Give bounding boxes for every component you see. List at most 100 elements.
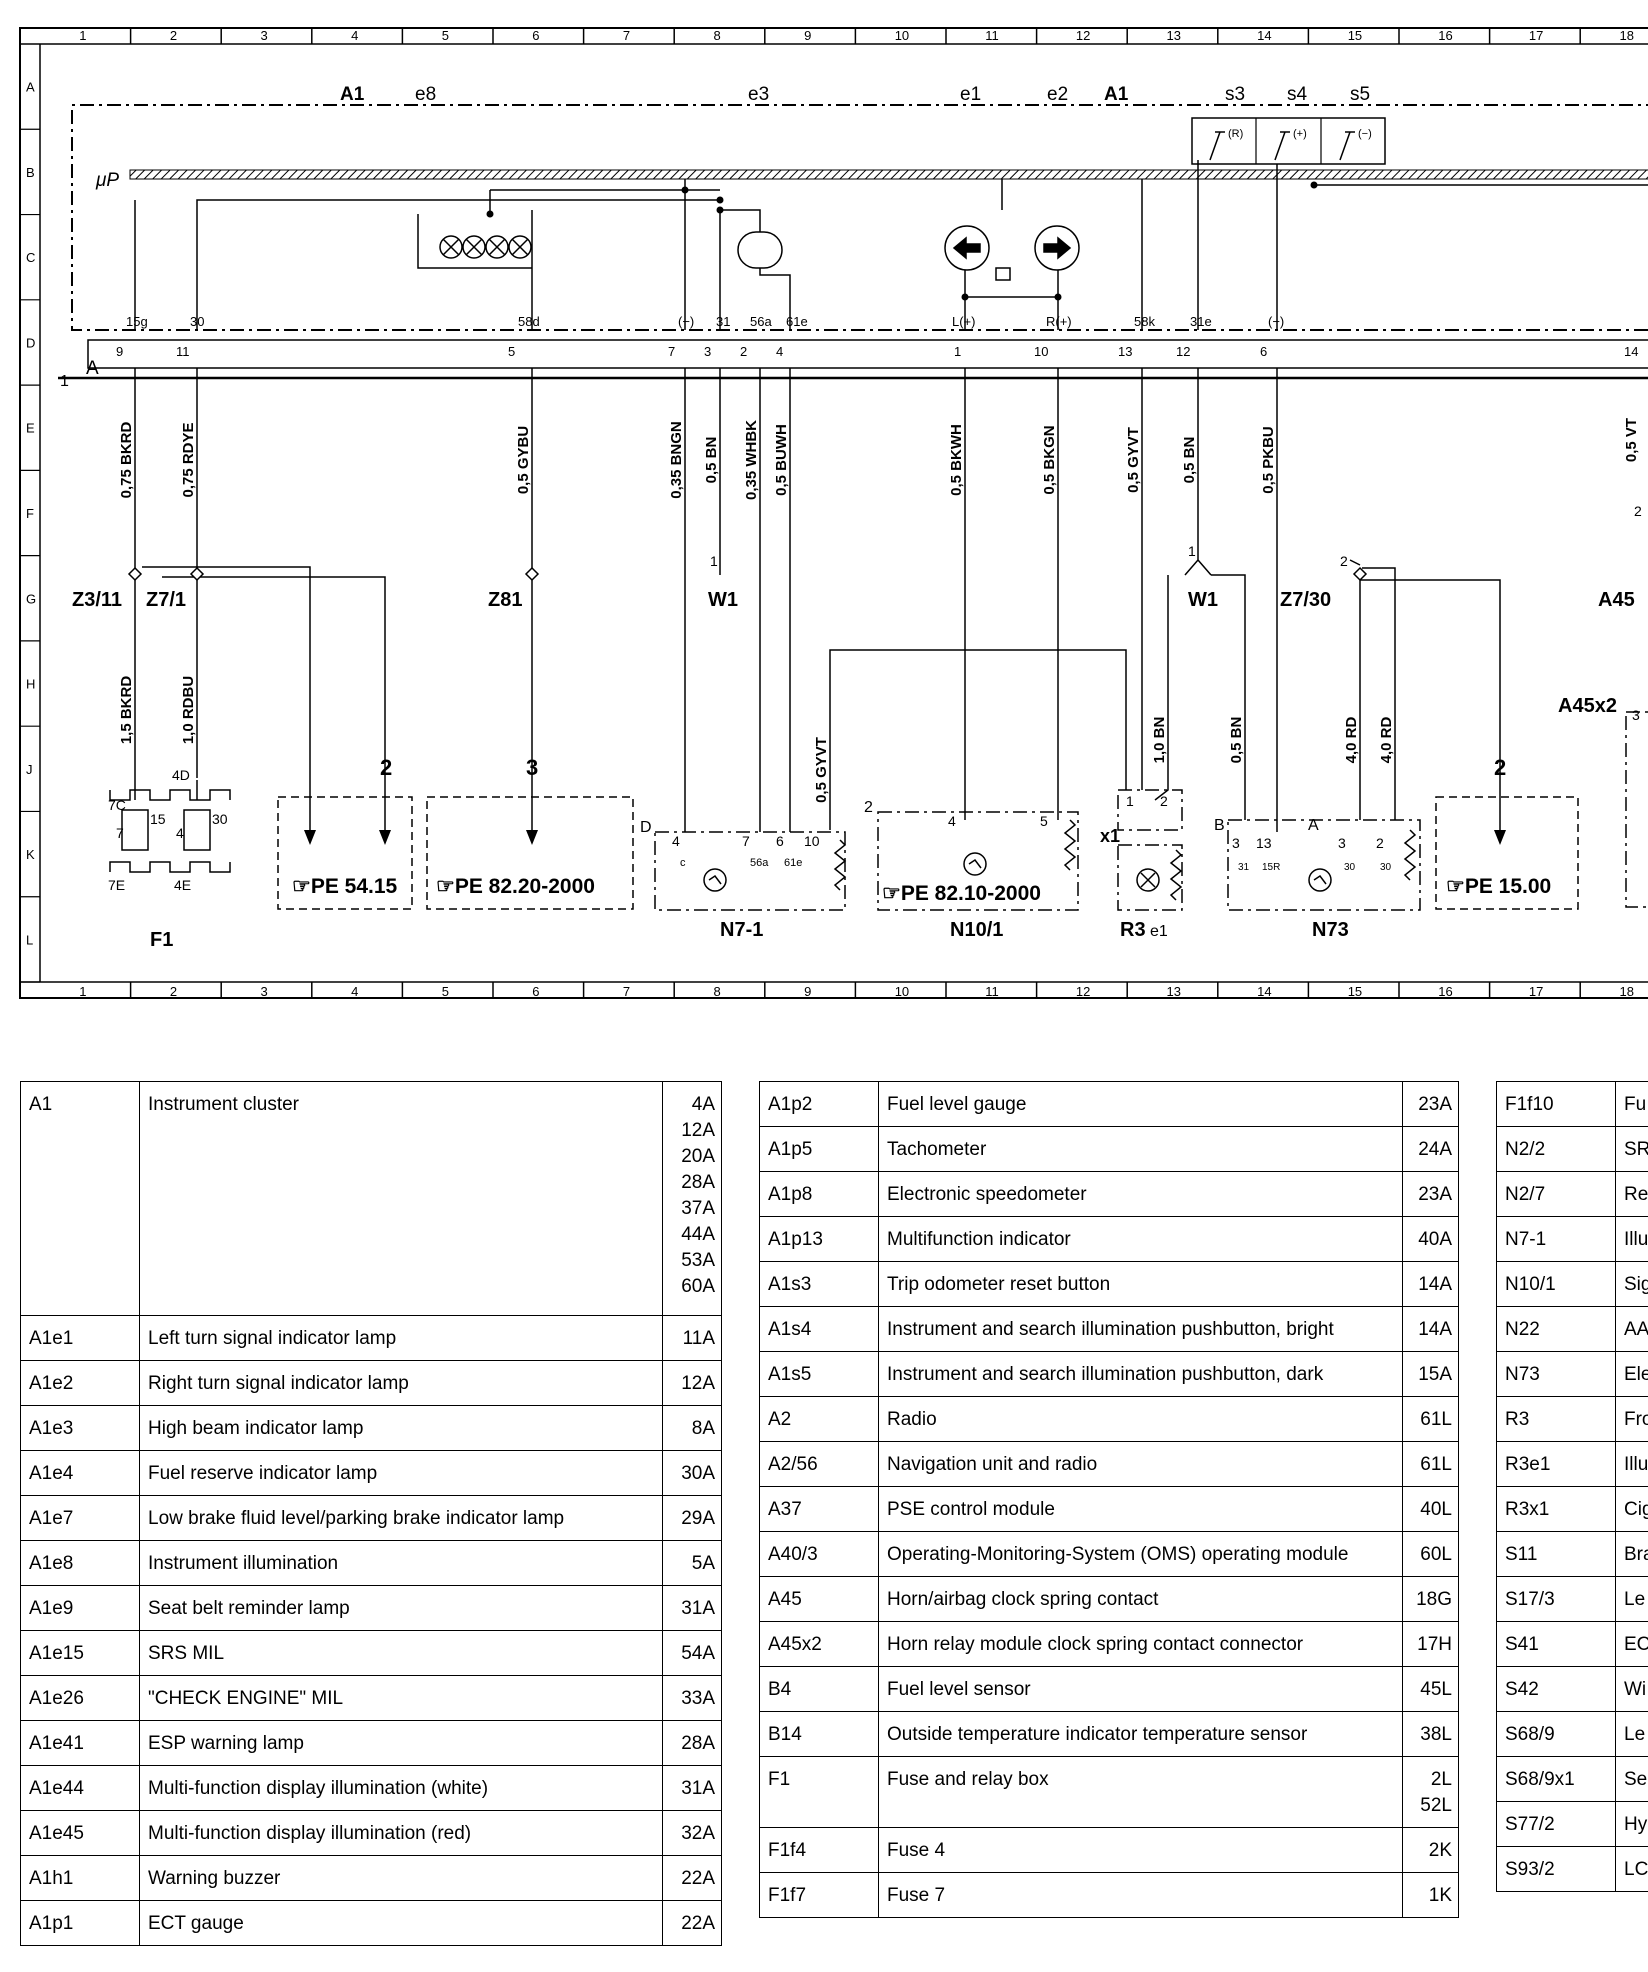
legend-description: Operating-Monitoring-System (OMS) operat… bbox=[878, 1531, 1403, 1577]
e1-label: e1 bbox=[960, 84, 981, 105]
arrow-numbers: 2 3 2 2 bbox=[380, 755, 1506, 780]
legend-code: A1p8 bbox=[759, 1171, 879, 1217]
pin-no-1: 1 bbox=[954, 344, 961, 359]
n73-a: A bbox=[1308, 817, 1319, 834]
n7-1-label: N7-1 bbox=[720, 919, 763, 941]
legend-code: N10/1 bbox=[1496, 1261, 1616, 1307]
legend-reference: 2K bbox=[1401, 1827, 1460, 1873]
legend-code: A1e26 bbox=[20, 1675, 140, 1721]
legend-description: Trip odometer reset button bbox=[878, 1261, 1403, 1307]
legend-code: A1e4 bbox=[20, 1450, 140, 1496]
wire-label-w7: 0,5 BUWH bbox=[773, 424, 790, 496]
f1-7e: 7E bbox=[108, 877, 125, 893]
legend-reference: 5A bbox=[661, 1540, 723, 1586]
splice-pins: 1 1 2 2 3 bbox=[710, 503, 1642, 723]
legend-description: Illu bbox=[1615, 1441, 1648, 1487]
legend-reference: 4A 12A 20A 28A 37A 44A 53A 60A bbox=[661, 1081, 723, 1316]
legend-description: Fro bbox=[1615, 1396, 1648, 1442]
legend-code: S17/3 bbox=[1496, 1576, 1616, 1622]
legend-code: A2/56 bbox=[759, 1441, 879, 1487]
legend-reference: 31A bbox=[661, 1765, 723, 1811]
reference-boxes bbox=[277, 796, 1579, 910]
legend-reference: 18G bbox=[1401, 1576, 1460, 1622]
legend-description: Fuel reserve indicator lamp bbox=[139, 1450, 663, 1496]
legend-description: Instrument and search illumination pushb… bbox=[878, 1351, 1403, 1397]
legend-reference: 33A bbox=[661, 1675, 723, 1721]
legend-code: A45x2 bbox=[759, 1621, 879, 1667]
wire-label-w19: 4,0 RD bbox=[1378, 716, 1395, 763]
grid-number: 5 bbox=[442, 28, 449, 43]
grid-letter: H bbox=[26, 677, 35, 692]
legend-code: A1p5 bbox=[759, 1126, 879, 1172]
grid-number: 5 bbox=[442, 984, 449, 999]
grid-number: 2 bbox=[170, 984, 177, 999]
wire-label-w17: 0,5 BN bbox=[1228, 717, 1245, 764]
pin-no-6: 6 bbox=[1260, 344, 1267, 359]
pin-15g: 15g bbox=[126, 314, 148, 329]
pin-l-plus: L(+) bbox=[952, 314, 975, 329]
ref-pe-54-15: ☞PE 54.15 bbox=[292, 875, 398, 898]
ref-pe-15-00: ☞PE 15.00 bbox=[1446, 875, 1551, 898]
legend-row: S11Bra bbox=[1496, 1531, 1648, 1577]
n10-1-2: 2 bbox=[864, 799, 873, 816]
legend-reference: 1K bbox=[1401, 1872, 1460, 1918]
grid-number: 15 bbox=[1348, 28, 1362, 43]
grid-letter: L bbox=[26, 932, 33, 947]
r3-pin-2: 2 bbox=[1160, 793, 1168, 809]
legend-reference: 60L bbox=[1401, 1531, 1460, 1577]
legend-reference: 11A bbox=[661, 1315, 723, 1361]
legend-description: Wi bbox=[1615, 1666, 1648, 1712]
n7-1-pin-10: 10 bbox=[804, 833, 820, 849]
legend-description: Electronic speedometer bbox=[878, 1171, 1403, 1217]
legend-code: F1f4 bbox=[759, 1827, 879, 1873]
s4-label: s4 bbox=[1287, 84, 1308, 105]
arrow-number-3: 2 bbox=[1494, 755, 1506, 780]
legend-reference: 14A bbox=[1401, 1261, 1460, 1307]
grid-number: 16 bbox=[1438, 984, 1452, 999]
a45x2-pin: 3 bbox=[1632, 707, 1640, 723]
splice-labels: Z3/11 Z7/1 Z81 W1 W1 Z7/30 A45 A45x2 bbox=[72, 589, 1635, 717]
legend-code: A1e44 bbox=[20, 1765, 140, 1811]
legend-reference: 61L bbox=[1401, 1441, 1460, 1487]
legend-description: Fuse 4 bbox=[878, 1827, 1403, 1873]
pin-no-12: 12 bbox=[1176, 344, 1190, 359]
f1-4: 4 bbox=[176, 825, 184, 841]
grid-number: 14 bbox=[1257, 28, 1271, 43]
grid-number: 12 bbox=[1076, 28, 1090, 43]
n10-1-label: N10/1 bbox=[950, 919, 1003, 941]
pin-56a: 56a bbox=[750, 314, 772, 329]
legend-reference: 40A bbox=[1401, 1216, 1460, 1262]
grid-letter: A bbox=[26, 80, 35, 95]
grid-letter: G bbox=[26, 591, 36, 606]
microprocessor-label: μP bbox=[95, 170, 119, 191]
pin-no-14: 14 bbox=[1624, 344, 1638, 359]
splice-z81: Z81 bbox=[488, 589, 522, 611]
grid-number: 4 bbox=[351, 28, 358, 43]
legend-reference: 45L bbox=[1401, 1666, 1460, 1712]
pin-minus-2: (−) bbox=[1268, 314, 1284, 329]
pin-no-13: 13 bbox=[1118, 344, 1132, 359]
a1-label: A1 bbox=[340, 84, 365, 105]
w1a-pin: 1 bbox=[710, 553, 718, 569]
